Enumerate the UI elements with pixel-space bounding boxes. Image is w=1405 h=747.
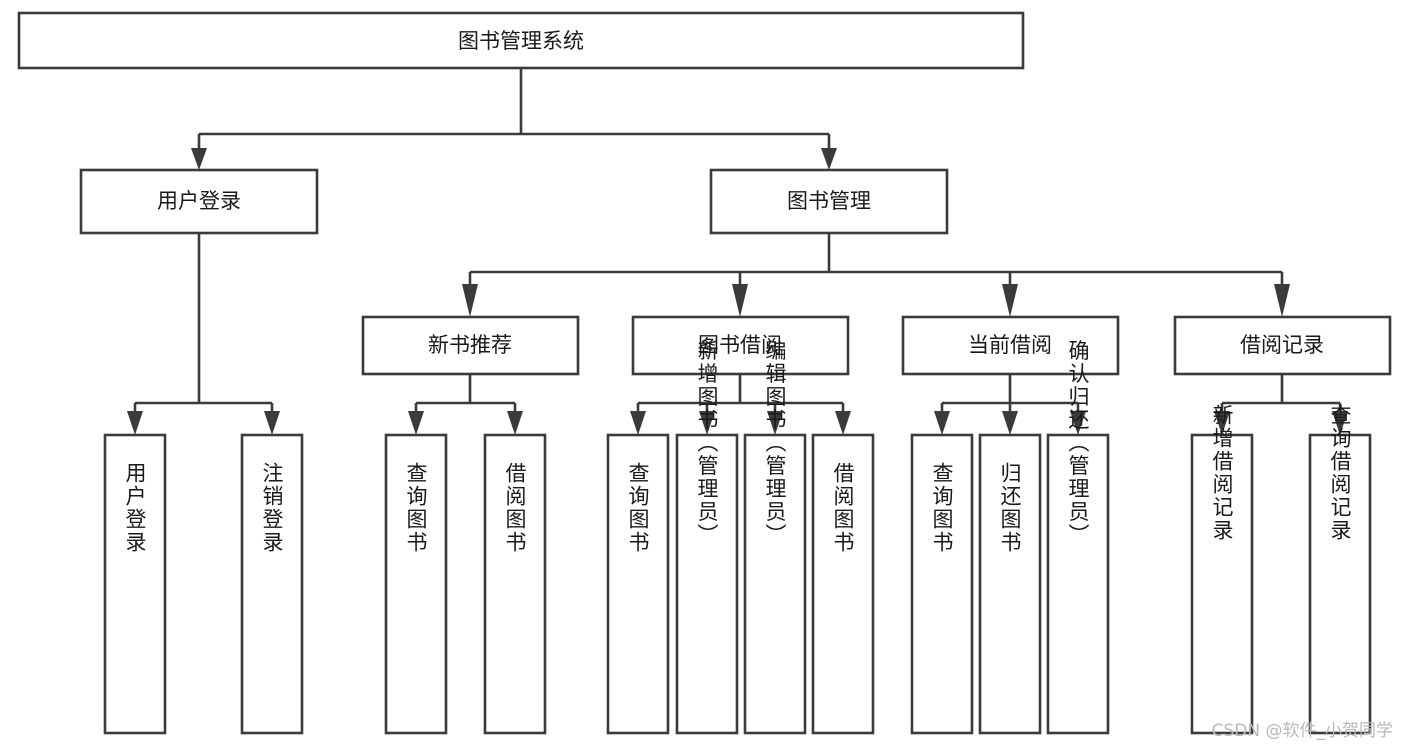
arrowhead-leaf-edit-book: [767, 411, 783, 435]
node-leaf-confirm-return[interactable]: 确认归还（管理员）: [1046, 340, 1110, 735]
node-leaf-confirm-return-box[interactable]: [1046, 433, 1110, 735]
arrowhead-leaf-borrow-book-1: [507, 411, 523, 435]
node-book-manage-label: 图书管理: [787, 189, 871, 213]
node-leaf-user-logout-box[interactable]: [240, 433, 304, 735]
node-leaf-borrow-book-1-box[interactable]: [483, 433, 547, 735]
node-leaf-user-login[interactable]: 用户登录: [103, 433, 167, 735]
node-leaf-edit-book-box[interactable]: [743, 433, 807, 735]
node-borrow-record-label: 借阅记录: [1240, 333, 1324, 357]
arrowhead-leaf-user-login: [127, 411, 143, 435]
arrowhead-user-login: [191, 148, 207, 170]
node-borrow-record-box[interactable]: [1173, 315, 1392, 376]
arrowhead-leaf-query-record: [1332, 411, 1348, 435]
node-user-login[interactable]: 用户登录: [79, 168, 319, 235]
node-leaf-query-book-2[interactable]: 查询图书: [606, 433, 670, 735]
node-leaf-query-book-3-box[interactable]: [910, 433, 974, 735]
arrowhead-leaf-query-book-2: [630, 411, 646, 435]
arrowhead-leaf-return-book: [1002, 411, 1018, 435]
node-new-book-rec-box[interactable]: [361, 315, 580, 376]
node-leaf-query-book-3[interactable]: 查询图书: [910, 433, 974, 735]
arrowhead-book-manage: [821, 148, 837, 170]
node-leaf-edit-book-label: 编辑图书（管理员）: [763, 340, 787, 547]
arrowhead-leaf-query-book-1: [408, 411, 424, 435]
node-book-borrow[interactable]: 图书借阅: [631, 315, 850, 376]
node-current-borrow-label: 当前借阅: [968, 333, 1052, 357]
node-current-borrow[interactable]: 当前借阅: [901, 315, 1120, 376]
node-leaf-user-logout-label: 注销登录: [260, 462, 284, 554]
node-current-borrow-box[interactable]: [901, 315, 1120, 376]
node-leaf-add-book-box[interactable]: [675, 433, 739, 735]
node-user-login-box[interactable]: [79, 168, 319, 235]
node-leaf-return-book[interactable]: 归还图书: [978, 433, 1042, 735]
node-borrow-record[interactable]: 借阅记录: [1173, 315, 1392, 376]
connector-group: [127, 68, 1348, 435]
arrowhead-current-borrow: [1002, 284, 1018, 317]
node-new-book-rec-label: 新书推荐: [428, 333, 512, 357]
node-book-manage[interactable]: 图书管理: [709, 168, 949, 235]
node-leaf-query-record-box[interactable]: [1308, 433, 1372, 735]
node-leaf-query-book-3-label: 查询图书: [930, 462, 954, 554]
node-root-box[interactable]: [17, 11, 1025, 70]
node-leaf-query-book-2-box[interactable]: [606, 433, 670, 735]
node-leaf-borrow-book-1-label: 借阅图书: [503, 462, 527, 554]
node-leaf-borrow-book-2-label: 借阅图书: [831, 462, 855, 554]
arrowhead-new-book-rec: [462, 284, 478, 317]
node-leaf-add-record-box[interactable]: [1190, 433, 1254, 735]
arrowhead-book-borrow: [732, 284, 748, 317]
arrowhead-leaf-add-record: [1214, 411, 1230, 435]
node-leaf-edit-book[interactable]: 编辑图书（管理员）: [743, 340, 807, 735]
node-leaf-add-book[interactable]: 新增图书（管理员）: [675, 340, 739, 735]
node-leaf-query-record-label: 查询借阅记录: [1328, 404, 1352, 542]
node-leaf-user-login-label: 用户登录: [123, 462, 147, 554]
node-leaf-add-record-label: 新增借阅记录: [1210, 404, 1234, 542]
arrowhead-leaf-confirm-return: [1070, 411, 1086, 435]
node-leaf-borrow-book-1[interactable]: 借阅图书: [483, 433, 547, 735]
node-user-login-label: 用户登录: [157, 189, 241, 213]
arrowhead-leaf-user-logout: [264, 411, 280, 435]
node-leaf-return-book-label: 归还图书: [998, 462, 1022, 554]
arrowhead-leaf-add-book: [699, 411, 715, 435]
node-book-borrow-box[interactable]: [631, 315, 850, 376]
node-leaf-return-book-box[interactable]: [978, 433, 1042, 735]
node-new-book-rec[interactable]: 新书推荐: [361, 315, 580, 376]
arrowhead-leaf-query-book-3: [934, 411, 950, 435]
node-book-borrow-label: 图书借阅: [698, 333, 782, 357]
node-leaf-query-book-1[interactable]: 查询图书: [384, 433, 448, 735]
node-leaf-user-logout[interactable]: 注销登录: [240, 433, 304, 735]
node-leaf-user-login-box[interactable]: [103, 433, 167, 735]
node-leaf-query-book-1-label: 查询图书: [404, 462, 428, 554]
arrowhead-leaf-borrow-book-2: [835, 411, 851, 435]
node-leaf-confirm-return-label: 确认归还（管理员）: [1066, 340, 1090, 547]
node-root[interactable]: 图书管理系统: [17, 11, 1025, 70]
node-leaf-borrow-book-2[interactable]: 借阅图书: [811, 433, 875, 735]
arrowhead-borrow-record: [1274, 284, 1290, 317]
node-leaf-add-record[interactable]: 新增借阅记录: [1190, 404, 1254, 735]
node-leaf-add-book-label: 新增图书（管理员）: [695, 340, 719, 547]
node-leaf-query-record[interactable]: 查询借阅记录: [1308, 404, 1372, 735]
node-leaf-borrow-book-2-box[interactable]: [811, 433, 875, 735]
node-book-manage-box[interactable]: [709, 168, 949, 235]
node-leaf-query-book-2-label: 查询图书: [626, 462, 650, 554]
node-leaf-query-book-1-box[interactable]: [384, 433, 448, 735]
node-root-label: 图书管理系统: [458, 29, 584, 53]
